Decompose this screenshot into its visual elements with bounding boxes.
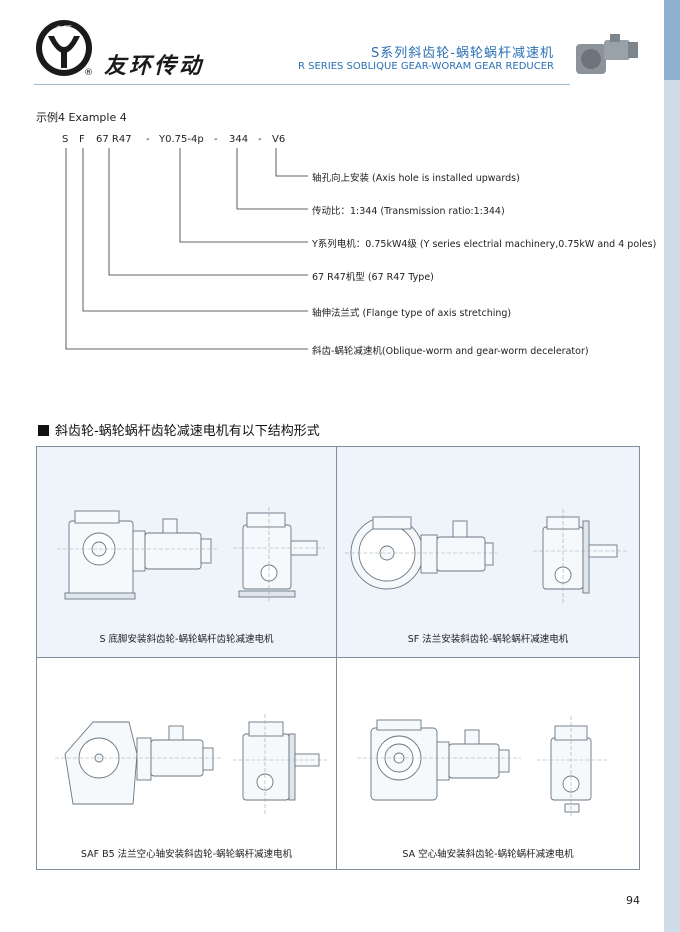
code-sep-2: -	[214, 134, 218, 145]
drawing-sf-flange	[345, 509, 627, 603]
mount-type-grid: S 底脚安装斜齿轮-蜗轮蜗杆齿轮减速电机	[36, 446, 640, 870]
example-leader-lines	[65, 148, 308, 350]
mount-s-foot: S 底脚安装斜齿轮-蜗轮蜗杆齿轮减速电机	[37, 447, 337, 658]
annotation-axis-hole: 轴孔向上安装 (Axis hole is installed upwards)	[312, 173, 520, 184]
caption-sf-flange: SF 法兰安装斜齿轮-蜗轮蜗杆减速电机	[407, 634, 569, 645]
drawing-s-foot	[57, 507, 325, 603]
company-logo: 友环	[36, 20, 92, 76]
caption-sa-hollow: SA 空心轴安装斜齿轮-蜗轮蜗杆减速电机	[402, 849, 574, 860]
code-part-motor: Y0.75-4p	[159, 134, 204, 145]
brand-name: 友环传动	[104, 53, 205, 79]
section-title: 斜齿轮-蜗轮蜗杆齿轮减速电机有以下结构形式	[38, 420, 320, 439]
drawing-saf-b5	[55, 714, 327, 814]
annotation-reducer: 斜齿-蜗轮减速机(Oblique-worm and gear-worm dece…	[312, 346, 589, 357]
caption-s-foot: S 底脚安装斜齿轮-蜗轮蜗杆齿轮减速电机	[99, 634, 274, 645]
mount-sf-flange: SF 法兰安装斜齿轮-蜗轮蜗杆减速电机	[337, 447, 639, 658]
code-part-f: F	[79, 134, 85, 145]
annotation-ratio: 传动比：1:344 (Transmission ratio:1:344)	[312, 206, 505, 217]
page-side-band-top	[664, 0, 680, 80]
series-title-cn: S系列斜齿轮-蜗轮蜗杆减速机	[371, 46, 554, 61]
bullet-square-icon	[38, 425, 49, 436]
annotation-flange: 轴伸法兰式 (Flange type of axis stretching)	[312, 308, 512, 319]
annotation-model: 67 R47机型 (67 R47 Type)	[312, 272, 434, 283]
code-part-model: 67 R47	[96, 134, 132, 145]
series-title-en: R SERIES SOBLIQUE GEAR-WORAM GEAR REDUCE…	[298, 61, 554, 72]
mount-saf-b5: SAF B5 法兰空心轴安装斜齿轮-蜗轮蜗杆减速电机	[37, 658, 337, 869]
motor-thumbnail-icon	[576, 34, 638, 74]
page-side-band	[664, 0, 680, 932]
code-part-s: S	[62, 134, 69, 145]
example-label: 示例4 Example 4	[36, 111, 127, 124]
drawing-sa-hollow	[357, 716, 607, 818]
mount-sa-hollow: SA 空心轴安装斜齿轮-蜗轮蜗杆减速电机	[337, 658, 639, 869]
caption-saf-b5: SAF B5 法兰空心轴安装斜齿轮-蜗轮蜗杆减速电机	[80, 849, 293, 860]
logo-text: 友环	[56, 24, 72, 34]
section-title-text: 斜齿轮-蜗轮蜗杆齿轮减速电机有以下结构形式	[55, 424, 320, 439]
code-sep-3: -	[258, 134, 262, 145]
annotation-motor: Y系列电机：0.75kW4级 (Y series electrial machi…	[312, 239, 657, 250]
header-rule	[34, 84, 570, 85]
page-number: 94	[626, 894, 640, 907]
registered-mark: ®	[84, 68, 93, 78]
page-header: 友环 ® 友环传动 S系列斜齿轮-蜗轮蜗杆减速机 R SERIES SOBLIQ…	[0, 0, 680, 100]
code-part-position: V6	[272, 134, 286, 145]
code-sep-1: -	[146, 134, 150, 145]
code-part-ratio: 344	[229, 134, 249, 145]
